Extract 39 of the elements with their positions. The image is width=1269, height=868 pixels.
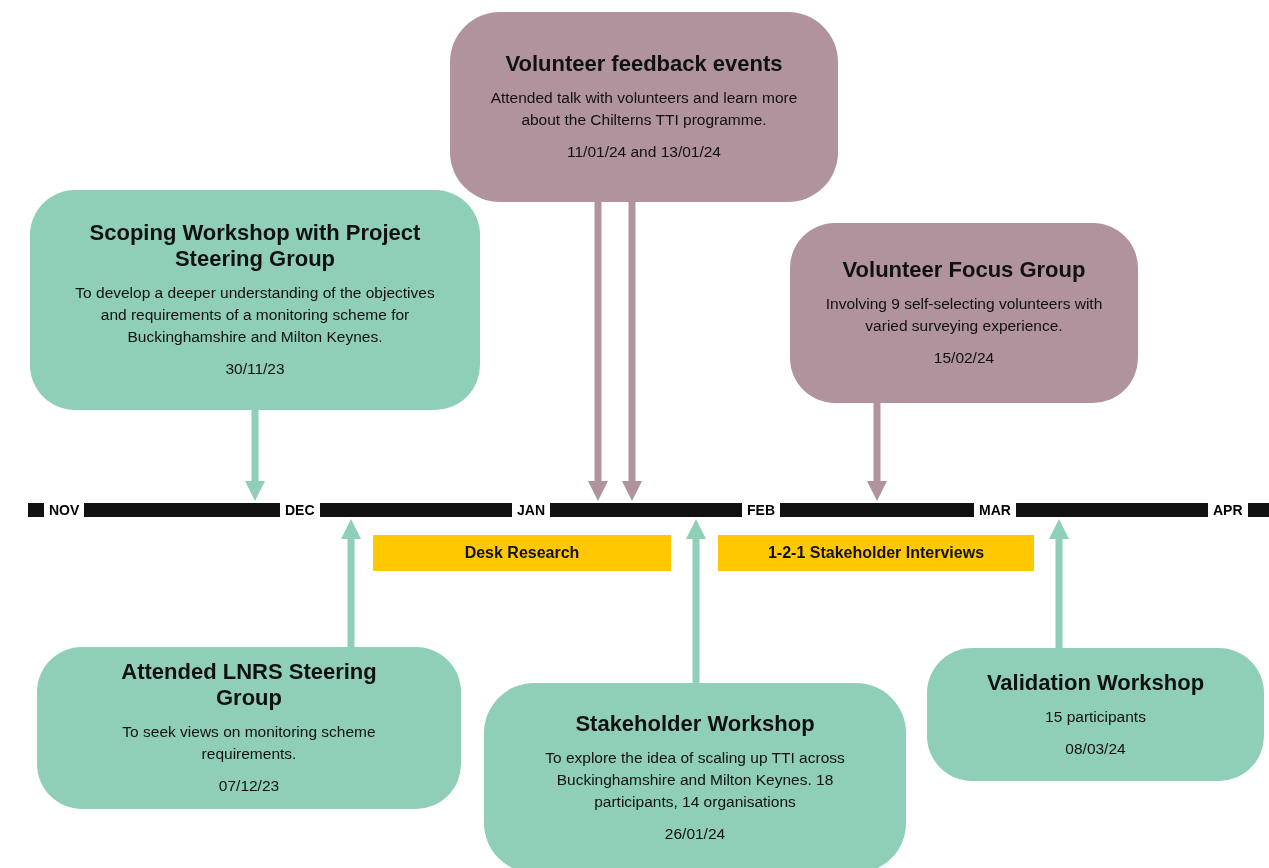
arrow xyxy=(341,519,361,647)
event-card xyxy=(37,647,461,809)
event-description: To explore the idea of scaling up TTI across Buckinghamshire and Milton Keynes. 18 participants, 14 organisations xyxy=(544,748,846,812)
event-description: 15 participants xyxy=(1045,706,1146,727)
event-card xyxy=(30,190,480,410)
event-description: Attended talk with volunteers and learn more about the Chilterns TTI programme. xyxy=(489,88,799,130)
month-label: MAR xyxy=(974,500,1016,520)
arrow xyxy=(867,403,887,501)
event-date: 15/02/24 xyxy=(933,348,995,368)
event-date: 11/01/24 and 13/01/24 xyxy=(567,142,721,162)
event-date: 08/03/24 xyxy=(1065,738,1126,759)
event-title: Attended LNRS Steering Group xyxy=(120,659,378,711)
event-title: Scoping Workshop with Project Steering Group xyxy=(88,220,422,272)
arrow xyxy=(1049,519,1069,648)
event-date: 07/12/23 xyxy=(218,776,280,796)
activity-bar: 1-2-1 Stakeholder Interviews xyxy=(718,535,1034,571)
event-card xyxy=(450,12,838,202)
event-date: 26/01/24 xyxy=(664,824,726,844)
event-card xyxy=(484,683,906,868)
event-title: Stakeholder Workshop xyxy=(575,711,815,737)
event-description: Involving 9 self-selecting volunteers with varied surveying experience. xyxy=(824,294,1104,336)
month-label: JAN xyxy=(512,500,550,520)
month-label: DEC xyxy=(280,500,320,520)
event-date: 30/11/23 xyxy=(225,359,285,379)
event-title: Volunteer feedback events xyxy=(505,51,783,77)
arrow xyxy=(588,202,608,501)
event-description: To seek views on monitoring scheme requirements. xyxy=(121,722,377,764)
month-label: FEB xyxy=(742,500,780,520)
event-card xyxy=(927,648,1264,781)
month-label: NOV xyxy=(44,500,85,520)
arrow xyxy=(622,202,642,501)
activity-bar: Desk Research xyxy=(373,535,671,571)
event-title: Validation Workshop xyxy=(986,669,1205,696)
arrow xyxy=(686,519,706,683)
month-label: APR xyxy=(1208,500,1248,520)
arrow xyxy=(245,410,265,501)
event-description: To develop a deeper understanding of the objectives and requirements of a monitoring scheme for Buckinghamshire and Milton Keynes. xyxy=(74,283,436,347)
event-card xyxy=(790,223,1138,403)
event-title: Volunteer Focus Group xyxy=(842,257,1086,283)
